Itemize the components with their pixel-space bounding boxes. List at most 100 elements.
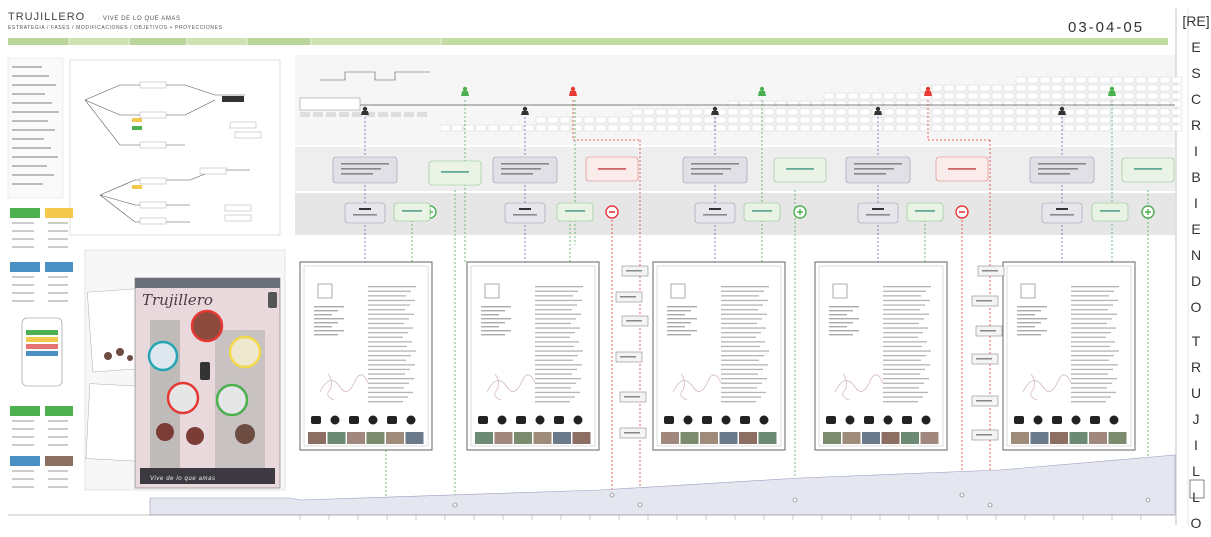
phase-bar <box>248 38 310 45</box>
page-sketch <box>842 373 850 401</box>
page-text-line <box>883 318 924 320</box>
grid-cell <box>907 116 919 124</box>
grid-cell <box>1063 84 1075 92</box>
grid-cell <box>979 84 991 92</box>
grid-cell <box>583 116 595 124</box>
page-text-line <box>314 326 332 328</box>
phase-bar <box>8 38 68 45</box>
page-text-line <box>368 322 404 325</box>
page-text-line <box>883 359 921 361</box>
grid-cell <box>967 124 979 132</box>
grid-cell <box>955 100 967 108</box>
page-text-line <box>1071 382 1112 384</box>
thumb-line <box>12 246 34 248</box>
box-text-line <box>1050 214 1074 216</box>
banner-letter: O <box>1191 299 1202 315</box>
connector-dot <box>452 502 458 508</box>
banner-letter: L <box>1192 489 1200 505</box>
page-text-line <box>368 309 405 311</box>
thumb-line <box>12 436 34 438</box>
page-text-line <box>1071 341 1115 343</box>
grid-cell <box>931 84 943 92</box>
photo-thumb <box>901 432 919 444</box>
banner-letter: [RE] <box>1182 13 1209 29</box>
page-text-line <box>314 310 338 312</box>
green-box <box>743 202 781 222</box>
tag-text-line <box>626 320 642 322</box>
page-text-line <box>1071 359 1109 361</box>
grid-cell <box>1111 100 1123 108</box>
banner-letter: U <box>1191 385 1201 401</box>
grid-cell <box>799 124 811 132</box>
tag-text-line <box>976 358 992 360</box>
grid-cell <box>643 124 655 132</box>
grid-cell <box>655 116 667 124</box>
grid-cell <box>823 124 835 132</box>
connector-dot <box>609 492 615 498</box>
page-text-line <box>1071 299 1118 302</box>
grid-cell <box>1015 100 1027 108</box>
page-text-line <box>314 306 344 308</box>
grid-cell <box>643 108 655 116</box>
page-logo <box>832 283 848 299</box>
photo-thumb <box>1089 432 1107 444</box>
page-text-line <box>535 286 583 288</box>
grid-cell <box>1123 84 1135 92</box>
grid-cell <box>991 116 1003 124</box>
grid-cell <box>1099 124 1111 132</box>
green-box <box>556 202 594 222</box>
page-text-line <box>535 290 578 292</box>
photo-thumb <box>405 432 424 444</box>
grid-cell <box>1015 124 1027 132</box>
grid-cell <box>1171 92 1183 100</box>
grid-cell <box>1015 92 1027 100</box>
photo-thumb <box>661 432 679 444</box>
green-box <box>906 202 944 222</box>
page-text-line <box>883 368 925 371</box>
pin-icon <box>1059 106 1065 112</box>
grid-cell <box>1135 84 1147 92</box>
page-text-line <box>368 299 415 302</box>
page-text-line <box>1017 306 1047 308</box>
banner-letter: E <box>1191 39 1200 55</box>
grid-cell <box>451 124 463 132</box>
bird-icon <box>845 415 855 425</box>
grid-cell <box>907 108 919 116</box>
box-text-line <box>915 210 935 212</box>
grid-cell <box>859 124 871 132</box>
grid-cell <box>775 116 787 124</box>
thumb-line <box>48 276 68 278</box>
grid-cell <box>1123 116 1135 124</box>
grid-cell <box>979 100 991 108</box>
page-text-line <box>368 304 410 306</box>
page-text-line <box>721 382 762 384</box>
photo-thumb <box>347 432 365 444</box>
phase-bar <box>312 38 440 45</box>
bird-icon <box>497 415 507 425</box>
grid-cell <box>751 100 763 108</box>
page-text-line <box>883 396 923 398</box>
page-text-line <box>1071 313 1117 315</box>
grid-cell <box>1147 84 1159 92</box>
page-text-line <box>535 373 572 375</box>
grid-cell <box>679 124 691 132</box>
thumb-line <box>12 478 34 480</box>
banner-letter: I <box>1194 437 1198 453</box>
action-box <box>857 202 899 224</box>
thumbnail-column <box>10 208 73 488</box>
page-text-line <box>1071 332 1111 334</box>
grid-cell <box>967 108 979 116</box>
thumb-line <box>12 486 34 488</box>
tag-text-line <box>976 400 992 402</box>
phase-bar <box>442 38 1168 45</box>
page-text-line <box>535 355 578 357</box>
page-text-line <box>368 286 416 288</box>
grid-cell <box>352 112 362 117</box>
thumb-line <box>48 222 68 224</box>
grid-cell <box>859 100 871 108</box>
grid-cell <box>799 108 811 116</box>
thumb-line <box>12 238 34 240</box>
page-text-line <box>721 350 769 352</box>
photo-thumb <box>1030 432 1049 444</box>
grid-cell <box>1123 92 1135 100</box>
